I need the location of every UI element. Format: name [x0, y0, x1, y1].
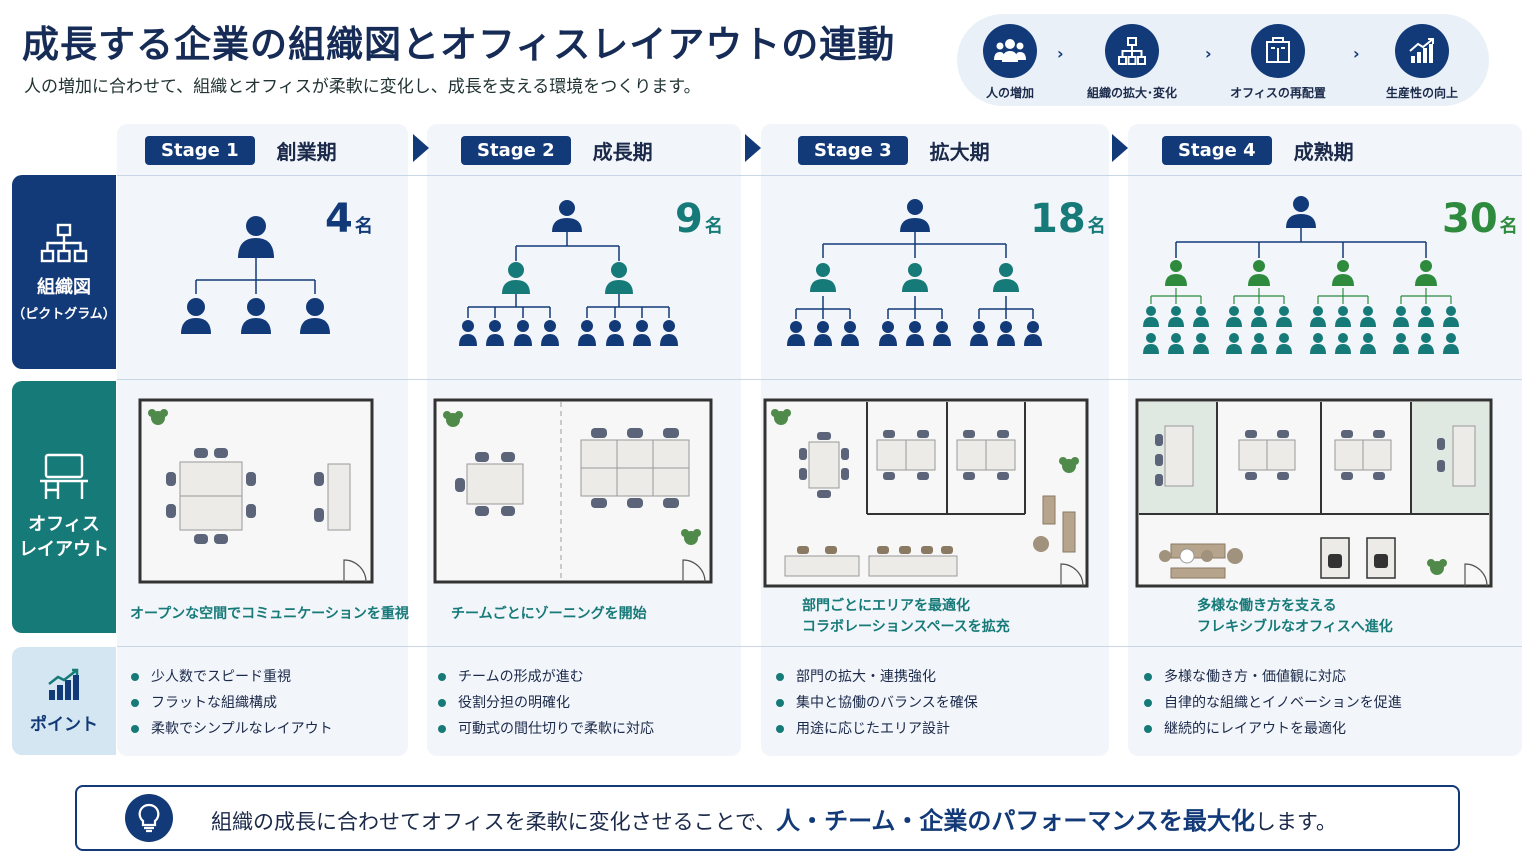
flow-label: 人の増加 — [985, 86, 1034, 100]
growth-flow: 人の増加 › 組織の拡大･変化 › オフィスの再配置 › 生産性の向上 — [957, 14, 1489, 106]
stage-1-header: Stage 1 創業期 — [145, 134, 337, 166]
headcount-number: 4 — [325, 196, 353, 242]
page-subtitle: 人の増加に合わせて、組織とオフィスが柔軟に変化し、成長を支える環境をつくります。 — [24, 77, 701, 97]
headcount-number: 30 — [1442, 196, 1498, 242]
stage-badge: Stage 1 — [145, 135, 255, 165]
org-chart-icon — [40, 223, 88, 262]
row-label-office-layout: オフィス レイアウト — [12, 381, 116, 633]
org-chart-icon — [1105, 24, 1159, 78]
summary-box: 組織の成長に合わせてオフィスを柔軟に変化させることで、人・チーム・企業のパフォー… — [75, 785, 1460, 851]
stage-name: 成熟期 — [1293, 139, 1354, 164]
points-list-stage-4: 多様な働き方・価値観に対応 自律的な組織とイノベーションを促進 継続的にレイアウ… — [1144, 664, 1402, 742]
person-icon — [241, 298, 271, 334]
divider — [117, 379, 1522, 380]
bar-chart-icon — [48, 668, 79, 700]
stage-badge: Stage 4 — [1162, 135, 1272, 165]
flow-label: オフィスの再配置 — [1230, 86, 1326, 100]
flow-label: 組織の拡大･変化 — [1086, 86, 1177, 100]
office-layout-stage-4 — [1135, 398, 1493, 588]
office-caption: 多様な働き方を支える フレキシブルなオフィスへ進化 — [1197, 598, 1393, 635]
stage-arrow-icon — [413, 134, 429, 162]
point-item: 用途に応じたエリア設計 — [776, 716, 978, 742]
org-chart-stage-1 — [181, 216, 330, 334]
office-icon — [1251, 24, 1305, 78]
divider — [117, 175, 1522, 176]
stage-4-header: Stage 4 成熟期 — [1162, 134, 1354, 166]
org-chart-stage-2 — [459, 200, 678, 346]
flow-step-office: オフィスの再配置 — [1223, 24, 1333, 101]
points-list-stage-1: 少人数でスピード重視 フラットな組織構成 柔軟でシンプルなレイアウト — [131, 664, 333, 742]
row-label-sub: （ピクトグラム） — [12, 306, 116, 322]
summary-text: 組織の成長に合わせてオフィスを柔軟に変化させることで、人・チーム・企業のパフォー… — [211, 801, 1337, 836]
person-icon — [181, 298, 211, 334]
chevron-right-icon: › — [1057, 44, 1064, 63]
row-label-title: 組織図 — [37, 276, 91, 298]
stage-name: 創業期 — [276, 139, 337, 164]
headcount-unit: 名 — [1087, 216, 1106, 237]
headcount-unit: 名 — [354, 216, 373, 237]
office-layout-stage-1 — [138, 398, 374, 584]
flow-step-growth: 生産性の向上 — [1367, 24, 1477, 101]
person-icon — [238, 216, 274, 258]
summary-text-before: 組織の成長に合わせてオフィスを柔軟に変化させることで、 — [211, 809, 777, 834]
point-item: 部門の拡大・連携強化 — [776, 664, 978, 690]
headcount-unit: 名 — [1499, 216, 1518, 237]
stage-2-header: Stage 2 成長期 — [461, 134, 653, 166]
flow-step-org: 組織の拡大･変化 — [1077, 24, 1187, 101]
point-item: 可動式の間仕切りで柔軟に対応 — [438, 716, 654, 742]
points-list-stage-2: チームの形成が進む 役割分担の明確化 可動式の間仕切りで柔軟に対応 — [438, 664, 654, 742]
stage-name: 拡大期 — [929, 139, 990, 164]
headcount-unit: 名 — [704, 216, 723, 237]
growth-chart-icon — [1395, 24, 1449, 78]
office-layout-stage-2 — [433, 398, 713, 584]
flow-label: 生産性の向上 — [1385, 86, 1458, 100]
people-icon — [983, 24, 1037, 78]
row-label-title: オフィス レイアウト — [19, 514, 109, 560]
stage-badge: Stage 2 — [461, 135, 571, 165]
point-item: 多様な働き方・価値観に対応 — [1144, 664, 1402, 690]
org-chart-stage-3 — [787, 199, 1042, 346]
lightbulb-icon — [125, 794, 173, 842]
flow-step-people: 人の増加 — [955, 24, 1065, 101]
summary-highlight: 人・チーム・企業のパフォーマンスを最大化 — [776, 806, 1255, 835]
stage-arrow-icon — [745, 134, 761, 162]
org-chart-stage-4 — [1143, 196, 1459, 354]
point-item: 集中と協働のバランスを確保 — [776, 690, 978, 716]
stage-badge: Stage 3 — [798, 135, 908, 165]
point-item: 少人数でスピード重視 — [131, 664, 333, 690]
office-caption: 部門ごとにエリアを最適化 コラボレーションスペースを拡充 — [802, 598, 1010, 635]
point-item: チームの形成が進む — [438, 664, 654, 690]
page-title: 成長する企業の組織図とオフィスレイアウトの連動 — [22, 23, 896, 66]
stage-arrow-icon — [1112, 134, 1128, 162]
point-item: 自律的な組織とイノベーションを促進 — [1144, 690, 1402, 716]
summary-text-after: します。 — [1254, 809, 1337, 834]
headcount-number: 18 — [1030, 196, 1086, 242]
chevron-right-icon: › — [1205, 44, 1212, 63]
point-item: 柔軟でシンプルなレイアウト — [131, 716, 333, 742]
plant-icon — [148, 409, 168, 425]
desk-icon — [40, 453, 88, 499]
stage-name: 成長期 — [592, 139, 653, 164]
person-icon — [300, 298, 330, 334]
headcount-number: 9 — [675, 196, 703, 242]
chevron-right-icon: › — [1353, 44, 1360, 63]
row-label-points: ポイント — [12, 647, 116, 755]
office-caption: チームごとにゾーニングを開始 — [451, 606, 647, 622]
point-item: 継続的にレイアウトを最適化 — [1144, 716, 1402, 742]
office-layout-stage-3 — [763, 398, 1089, 588]
row-label-org-chart: 組織図 （ピクトグラム） — [12, 175, 116, 369]
point-item: 役割分担の明確化 — [438, 690, 654, 716]
divider — [117, 646, 1522, 647]
row-label-title: ポイント — [30, 714, 98, 735]
point-item: フラットな組織構成 — [131, 690, 333, 716]
office-caption: オープンな空間でコミュニケーションを重視 — [130, 606, 409, 622]
points-list-stage-3: 部門の拡大・連携強化 集中と協働のバランスを確保 用途に応じたエリア設計 — [776, 664, 978, 742]
stage-3-header: Stage 3 拡大期 — [798, 134, 990, 166]
